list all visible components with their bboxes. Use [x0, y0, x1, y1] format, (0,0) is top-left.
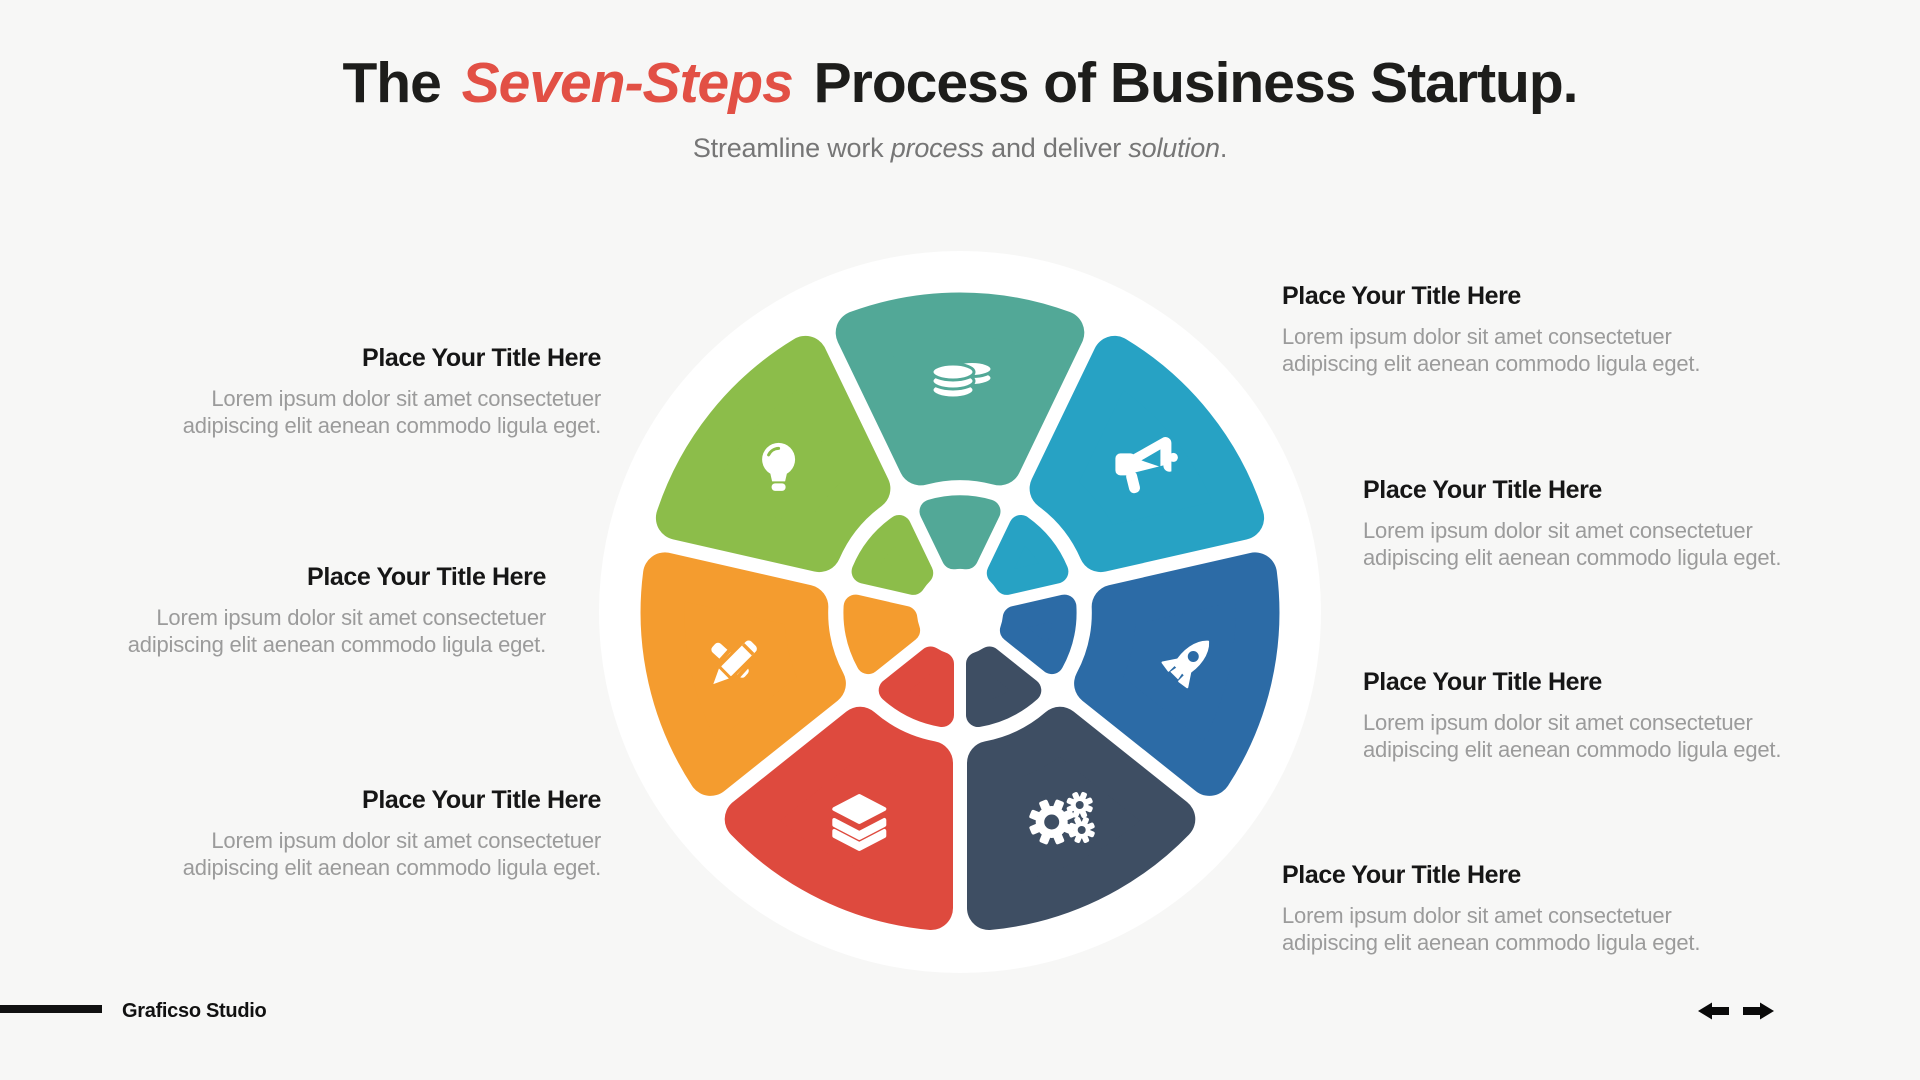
step-body-line: Lorem ipsum dolor sit amet consectetuer — [211, 828, 601, 853]
step-title: Place Your Title Here — [1363, 476, 1602, 504]
step-operations — [966, 646, 1196, 930]
step-body-line: Lorem ipsum dolor sit amet consectetuer — [1363, 518, 1753, 543]
footer-divider-bar — [0, 1005, 102, 1013]
step-block-right-3: Place Your Title Here Lorem ipsum dolor … — [1363, 667, 1843, 763]
layers-icon — [832, 794, 887, 851]
step-title: Place Your Title Here — [362, 786, 601, 814]
step-block-left-2: Place Your Title Here Lorem ipsum dolor … — [66, 562, 547, 658]
step-body: Lorem ipsum dolor sit amet consectetuer … — [1282, 902, 1762, 956]
slide-title-post: Process of Business Startup. — [798, 51, 1579, 115]
step-body-line: Lorem ipsum dolor sit amet consectetuer — [156, 605, 546, 630]
subtitle-text: Streamline work — [692, 133, 891, 163]
seven-steps-wheel — [596, 248, 1324, 976]
step-launch — [999, 552, 1280, 796]
step-title: Place Your Title Here — [1363, 668, 1602, 696]
step-structure-petal — [724, 706, 953, 930]
rocket-icon — [1161, 640, 1210, 689]
step-promotion-inner-wedge — [986, 515, 1069, 595]
slide-navigation — [1698, 1000, 1774, 1022]
step-launch-inner-wedge — [999, 594, 1077, 675]
step-title: Place Your Title Here — [1282, 282, 1521, 310]
step-body: Lorem ipsum dolor sit amet consectetuer … — [1363, 517, 1843, 571]
step-block-left-3: Place Your Title Here Lorem ipsum dolor … — [121, 785, 602, 881]
pencil-cross-icon — [710, 637, 760, 688]
step-operations-inner-wedge — [966, 646, 1042, 727]
step-body-line: Lorem ipsum dolor sit amet consectetuer — [1282, 324, 1672, 349]
step-body: Lorem ipsum dolor sit amet consectetuer … — [121, 827, 601, 881]
step-body-line: adipiscing elit aenean commodo ligula eg… — [127, 632, 546, 657]
slide-title-highlight: Seven-Steps — [461, 51, 794, 115]
step-operations-petal — [967, 706, 1196, 930]
step-body-line: adipiscing elit aenean commodo ligula eg… — [182, 413, 601, 438]
step-body: Lorem ipsum dolor sit amet consectetuer … — [1282, 323, 1762, 377]
step-idea-inner-wedge — [851, 515, 934, 595]
step-body-line: Lorem ipsum dolor sit amet consectetuer — [211, 386, 601, 411]
brand-label: Graficso Studio — [122, 1000, 267, 1022]
step-body-line: adipiscing elit aenean commodo ligula eg… — [1282, 930, 1701, 955]
step-body-line: adipiscing elit aenean commodo ligula eg… — [182, 855, 601, 880]
slide-title: The Seven-Steps Process of Business Star… — [0, 50, 1920, 116]
subtitle-text: and deliver — [983, 133, 1129, 163]
subtitle-italic-word: solution — [1128, 133, 1220, 163]
step-idea — [655, 335, 934, 595]
step-finance — [835, 292, 1085, 570]
step-title: Place Your Title Here — [1282, 861, 1521, 889]
subtitle-italic-word: process — [890, 133, 984, 163]
step-block-right-4: Place Your Title Here Lorem ipsum dolor … — [1282, 860, 1762, 956]
megaphone-icon — [1115, 437, 1178, 494]
seven-steps-wheel-svg — [599, 251, 1321, 973]
step-promotion — [986, 335, 1265, 595]
right-arrow-icon[interactable] — [1743, 1002, 1774, 1020]
step-block-left-1: Place Your Title Here Lorem ipsum dolor … — [121, 343, 602, 439]
gears-icon — [1029, 791, 1095, 845]
step-structure — [724, 646, 954, 930]
step-design-inner-wedge — [843, 594, 921, 675]
step-body: Lorem ipsum dolor sit amet consectetuer … — [1363, 709, 1843, 763]
slide-title-pre: The — [342, 51, 456, 115]
step-body-line: Lorem ipsum dolor sit amet consectetuer — [1282, 903, 1672, 928]
step-body-line: adipiscing elit aenean commodo ligula eg… — [1282, 351, 1701, 376]
lightbulb-icon — [762, 442, 796, 491]
slide-subtitle: Streamline work process and deliver solu… — [0, 133, 1920, 164]
step-title: Place Your Title Here — [307, 563, 546, 591]
step-design — [640, 552, 921, 796]
step-body-line: adipiscing elit aenean commodo ligula eg… — [1363, 737, 1782, 762]
step-body: Lorem ipsum dolor sit amet consectetuer … — [121, 385, 601, 439]
step-finance-inner-wedge — [919, 495, 1001, 570]
step-structure-inner-wedge — [878, 646, 954, 727]
left-arrow-icon[interactable] — [1698, 1002, 1729, 1020]
step-title: Place Your Title Here — [362, 344, 601, 372]
subtitle-text: . — [1219, 133, 1228, 163]
coins-icon — [930, 360, 994, 400]
step-body-line: adipiscing elit aenean commodo ligula eg… — [1363, 545, 1782, 570]
step-block-right-2: Place Your Title Here Lorem ipsum dolor … — [1363, 475, 1843, 571]
step-block-right-1: Place Your Title Here Lorem ipsum dolor … — [1282, 281, 1762, 377]
step-body: Lorem ipsum dolor sit amet consectetuer … — [66, 604, 546, 658]
step-body-line: Lorem ipsum dolor sit amet consectetuer — [1363, 710, 1753, 735]
